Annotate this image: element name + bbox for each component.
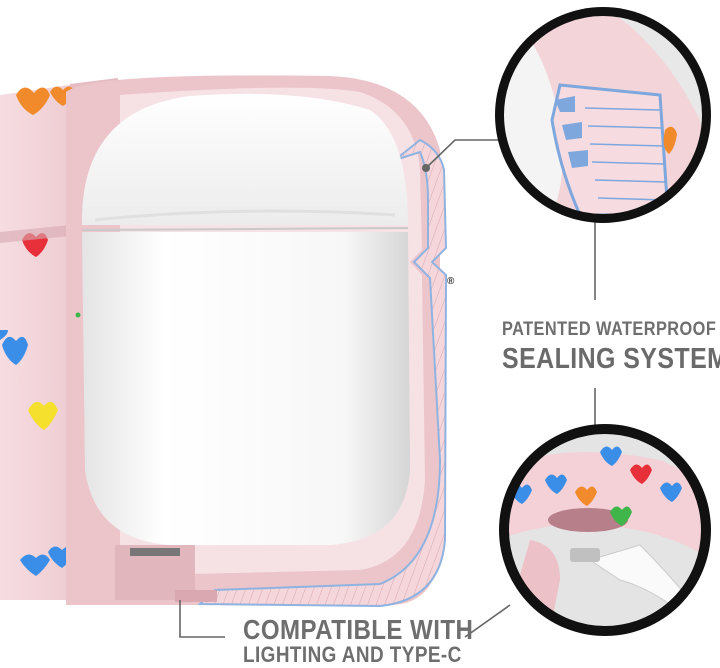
seal-detail-zoom bbox=[495, 7, 711, 223]
status-led bbox=[75, 312, 81, 318]
heart-pattern bbox=[0, 86, 103, 576]
registered-mark: ® bbox=[447, 276, 455, 287]
charging-port-cutout bbox=[115, 545, 217, 602]
compat-caption-line1: COMPATIBLE WITH bbox=[243, 614, 474, 645]
airpods-case bbox=[75, 93, 410, 545]
port-detail-zoom bbox=[499, 424, 711, 636]
sealing-caption-line1: PATENTED WATERPROOF bbox=[502, 319, 717, 340]
compat-caption-line2: LIGHTING AND TYPE-C bbox=[243, 642, 462, 667]
callout-lines bbox=[179, 139, 596, 638]
sealing-caption-line2: SEALING SYSTEM bbox=[502, 343, 720, 375]
